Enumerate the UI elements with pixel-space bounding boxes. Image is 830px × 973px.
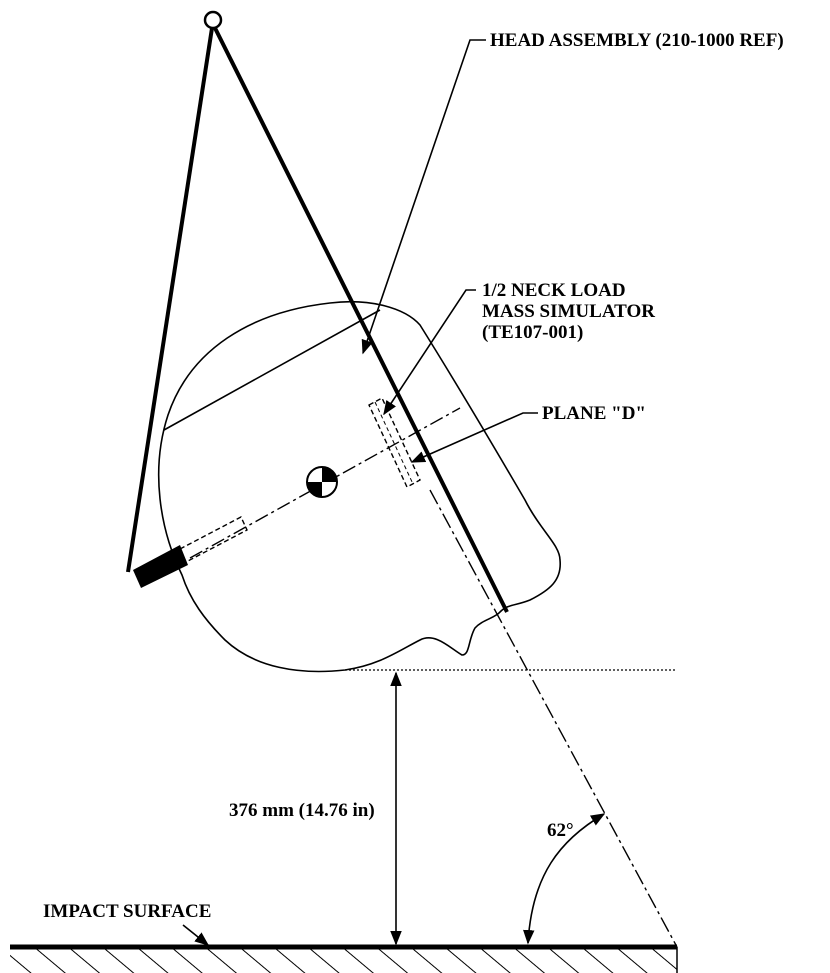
head-assembly-leader: [361, 39, 486, 355]
neck-load-label-line2: MASS SIMULATOR: [482, 301, 655, 322]
impact-surface: [10, 944, 678, 973]
cable-left: [126, 27, 214, 573]
drop-height-label: 376 mm (14.76 in): [229, 800, 375, 821]
plane-d-leader: [410, 412, 538, 463]
suspension-cables: [126, 10, 509, 613]
plane-d-label: PLANE "D": [542, 403, 646, 424]
neck-load-simulator: [368, 397, 421, 488]
plane-d-line: [429, 489, 678, 948]
suspension-ring: [203, 10, 223, 30]
head-outline: [157, 300, 561, 673]
center-of-gravity-symbol: [306, 466, 338, 498]
head-plane-line: [163, 309, 381, 431]
head-rod: [179, 516, 248, 563]
neck-load-simulator-inner: [374, 401, 414, 485]
angle-arc: [523, 813, 606, 945]
neck-load-leader: [383, 289, 476, 416]
neck-load-label-line1: 1/2 NECK LOAD: [482, 280, 626, 301]
head-assembly-label: HEAD ASSEMBLY (210-1000 REF): [490, 30, 784, 51]
base-bracket: [133, 545, 188, 588]
angle-label: 62°: [547, 820, 574, 841]
impact-surface-leader: [182, 924, 210, 946]
impact-surface-label: IMPACT SURFACE: [43, 901, 211, 922]
neck-load-label-line3: (TE107-001): [482, 322, 583, 343]
